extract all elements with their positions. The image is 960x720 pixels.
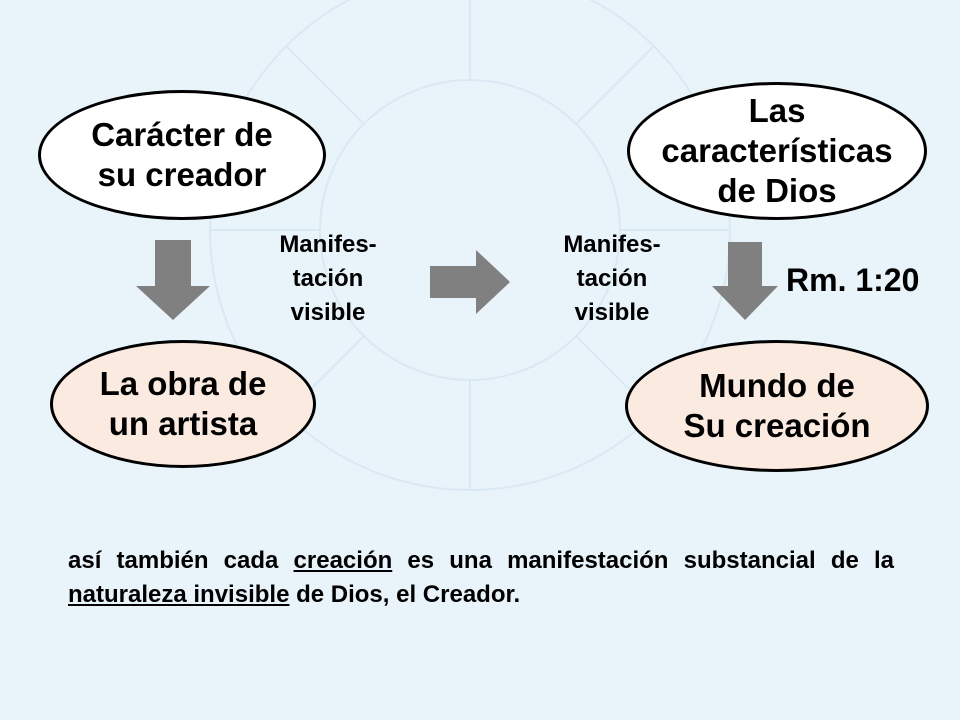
node-text: Su creación	[683, 407, 871, 444]
label-text: Manifes-	[563, 231, 661, 258]
conclusion-paragraph: así también cada creación es una manifes…	[68, 544, 894, 612]
node-obra-artista: La obra de un artista	[50, 340, 316, 468]
node-caracteristicas-dios: Las características de Dios	[627, 82, 927, 220]
underlined-creacion: creación	[293, 547, 393, 574]
node-mundo-creacion: Mundo de Su creación	[625, 340, 929, 472]
label-text: visible	[290, 299, 366, 326]
node-text: su creador	[97, 156, 267, 193]
label-text: tación	[292, 265, 364, 292]
label-manifestacion-right: Manifes- tación visible	[532, 228, 692, 330]
node-caracter-creador: Carácter de su creador	[38, 90, 326, 220]
right-arrow-middle	[430, 250, 510, 314]
paragraph-text: así también cada	[68, 547, 294, 574]
label-text: tación	[576, 265, 648, 292]
node-text: Carácter de	[91, 116, 273, 153]
paragraph-text: de Dios, el Creador.	[289, 581, 521, 608]
label-text: visible	[574, 299, 650, 326]
node-text: La obra de	[99, 365, 267, 402]
underlined-naturaleza-invisible: naturaleza invisible	[68, 581, 290, 608]
node-text: Mundo de	[699, 367, 855, 404]
label-manifestacion-left: Manifes- tación visible	[248, 228, 408, 330]
paragraph-text: es una manifestación substancial de la	[392, 547, 894, 574]
node-text: características	[661, 132, 893, 169]
node-text: de Dios	[717, 172, 837, 209]
label-text: Manifes-	[279, 231, 377, 258]
reference-romanos: Rm. 1:20	[786, 262, 920, 298]
node-text: un artista	[108, 405, 258, 442]
down-arrow-right	[712, 242, 778, 320]
down-arrow-left	[136, 240, 210, 320]
node-text: Las	[748, 92, 806, 129]
